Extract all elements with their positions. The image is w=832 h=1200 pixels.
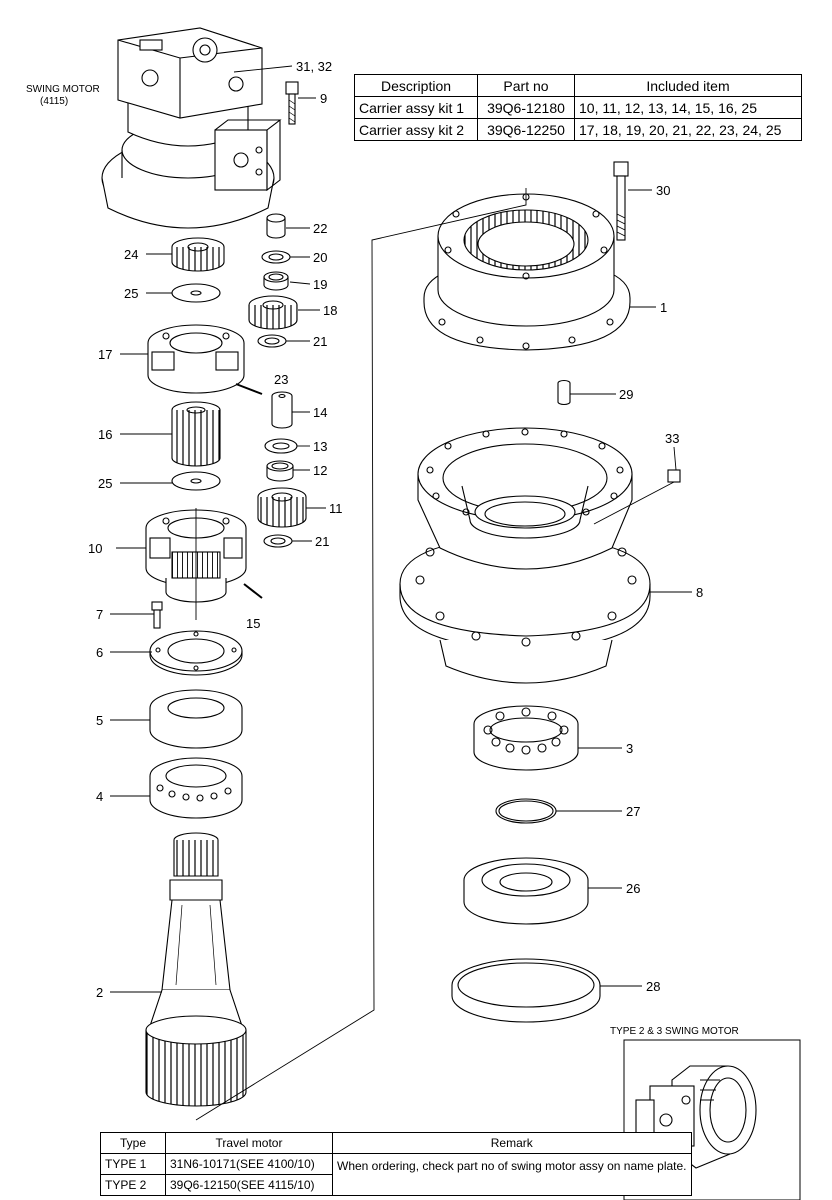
callout-11: 11 (329, 501, 343, 516)
callout-20: 20 (313, 250, 327, 265)
pin-22-drawing (266, 213, 286, 239)
ring-nut-5-drawing (149, 689, 243, 749)
callout-3: 3 (626, 741, 633, 756)
washer-21a-drawing (257, 334, 287, 348)
row1-part-no: 39Q6-12180 (477, 96, 575, 119)
bolt-30-drawing (613, 161, 629, 241)
bolt-9-drawing (285, 81, 299, 125)
callout-8: 8 (696, 585, 703, 600)
callout-29: 29 (619, 387, 633, 402)
leader-lines (110, 65, 692, 993)
seal-cover-26-drawing (463, 857, 589, 925)
washer-13-drawing (264, 438, 298, 454)
callout-15: 15 (246, 616, 260, 631)
carrier-17-drawing (147, 324, 245, 394)
remark-text: When ordering, check part no of swing mo… (332, 1153, 692, 1196)
table-row: Carrier assy kit 1 39Q6-12180 10, 11, 12… (354, 96, 802, 119)
seal-ring-28-drawing (451, 958, 601, 1023)
callout-7: 7 (96, 607, 103, 622)
sun-gear-16-drawing (171, 401, 221, 467)
callout-21b: 21 (315, 534, 329, 549)
plate-6-drawing (149, 630, 243, 676)
inset-title: TYPE 2 & 3 SWING MOTOR (610, 1026, 739, 1037)
pin-15-drawing (243, 583, 263, 599)
swing-motor-code: (4115) (40, 96, 68, 107)
callout-23: 23 (274, 372, 288, 387)
callout-6: 6 (96, 645, 103, 660)
o-ring-27-drawing (495, 798, 557, 824)
header-description: Description (354, 74, 478, 97)
callout-10: 10 (88, 541, 102, 556)
row1-included-item: 10, 11, 12, 13, 14, 15, 16, 25 (574, 96, 802, 119)
motor-type-table: Type Travel motor Remark TYPE 1 31N6-101… (100, 1132, 692, 1196)
ring-gear-1-drawing (423, 193, 631, 351)
type2-type: TYPE 2 (100, 1174, 166, 1196)
bearing-19-drawing (263, 271, 289, 291)
header-remark: Remark (332, 1132, 692, 1154)
row2-part-no: 39Q6-12250 (477, 118, 575, 141)
thrust-plate-25a-drawing (171, 283, 221, 303)
callout-19: 19 (313, 277, 327, 292)
callout-9: 9 (320, 91, 327, 106)
callout-13: 13 (313, 439, 327, 454)
callout-17: 17 (98, 347, 112, 362)
callout-21a: 21 (313, 334, 327, 349)
type1-travel-motor: 31N6-10171(SEE 4100/10) (165, 1153, 333, 1175)
callout-22: 22 (313, 221, 327, 236)
header-part-no: Part no (477, 74, 575, 97)
callout-24: 24 (124, 247, 138, 262)
housing-8-drawing (399, 427, 651, 684)
row2-description: Carrier assy kit 2 (354, 118, 478, 141)
bearing-12-drawing (266, 460, 294, 482)
callout-26: 26 (626, 881, 640, 896)
callout-12: 12 (313, 463, 327, 478)
header-travel-motor: Travel motor (165, 1132, 333, 1154)
pin-14-drawing (271, 391, 293, 429)
row1-description: Carrier assy kit 1 (354, 96, 478, 119)
callout-2: 2 (96, 985, 103, 1000)
thrust-plate-25b-drawing (171, 471, 221, 491)
type2-travel-motor: 39Q6-12150(SEE 4115/10) (165, 1174, 333, 1196)
callout-30: 30 (656, 183, 670, 198)
plug-33-drawing (667, 469, 681, 483)
gear-24-drawing (171, 237, 225, 272)
header-included-item: Included item (574, 74, 802, 97)
row2-included-item: 17, 18, 19, 20, 21, 22, 23, 24, 25 (574, 118, 802, 141)
callout-27: 27 (626, 804, 640, 819)
header-type: Type (100, 1132, 166, 1154)
table-row: TYPE 1 31N6-10171(SEE 4100/10) When orde… (100, 1153, 692, 1196)
type1-type: TYPE 1 (100, 1153, 166, 1175)
callout-25b: 25 (98, 476, 112, 491)
washer-21b-drawing (263, 534, 293, 548)
table-header-row: Type Travel motor Remark (100, 1132, 692, 1154)
pin-29-drawing (557, 379, 571, 406)
gear-11-drawing (257, 487, 307, 528)
swing-motor-title: SWING MOTOR (26, 84, 100, 95)
table-row: Carrier assy kit 2 39Q6-12250 17, 18, 19… (354, 118, 802, 141)
callout-16: 16 (98, 427, 112, 442)
callout-5: 5 (96, 713, 103, 728)
bolt-7-drawing (151, 601, 163, 629)
bearing-3-drawing (473, 705, 579, 771)
table-row: TYPE 2 39Q6-12150(SEE 4115/10) (100, 1174, 692, 1196)
bearing-4-drawing (149, 757, 243, 819)
carrier-kit-table: Description Part no Included item Carrie… (354, 74, 802, 141)
callout-25a: 25 (124, 286, 138, 301)
callout-18: 18 (323, 303, 337, 318)
callout-31-32: 31, 32 (296, 59, 332, 74)
washer-20-drawing (261, 250, 291, 264)
assembly-guide-lines (195, 188, 527, 1121)
gear-18-drawing (248, 295, 298, 330)
callout-1: 1 (660, 300, 667, 315)
callout-28: 28 (646, 979, 660, 994)
callout-14: 14 (313, 405, 327, 420)
pinion-shaft-2-drawing (145, 832, 247, 1107)
swing-motor-drawing (101, 27, 282, 229)
callout-4: 4 (96, 789, 103, 804)
table-header-row: Description Part no Included item (354, 74, 802, 97)
pin-23-drawing (235, 383, 263, 395)
callout-33: 33 (665, 431, 679, 446)
